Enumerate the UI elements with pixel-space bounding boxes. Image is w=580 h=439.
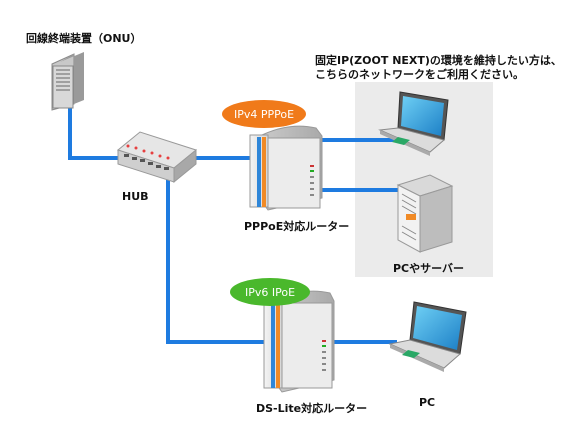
onu-label: 回線終端装置（ONU）: [26, 32, 142, 45]
router-icon: [249, 125, 323, 211]
cable-hub-dslite: [166, 168, 270, 344]
onu-device-icon: [51, 52, 84, 111]
cables: [68, 98, 402, 344]
note-line-2: こちらのネットワークをご利用ください。: [315, 68, 524, 81]
note-text: 固定IP(ZOOT NEXT)の環境を維持したい方は、 こちらのネットワークをご…: [315, 54, 562, 82]
pc-server-label: PCやサーバー: [393, 262, 465, 275]
router-icon: [263, 290, 335, 393]
hub-label: HUB: [122, 190, 149, 203]
laptop-icon: [388, 301, 467, 372]
pc-label: PC: [419, 396, 436, 409]
ipv4-badge-text: IPv4 PPPoE: [234, 108, 294, 121]
ipv4-badge: IPv4 PPPoE: [222, 100, 306, 128]
server-icon: [396, 174, 454, 253]
cable-onu-hub: [68, 98, 122, 160]
laptop-icon: [378, 91, 449, 156]
note-line-1: 固定IP(ZOOT NEXT)の環境を維持したい方は、: [315, 54, 562, 67]
dslite-router-label: DS-Lite対応ルーター: [256, 402, 368, 415]
ipv6-badge: IPv6 IPoE: [230, 278, 310, 306]
ipv6-badge-text: IPv6 IPoE: [245, 286, 295, 299]
hub-icon: [116, 131, 198, 184]
pppoe-router-label: PPPoE対応ルーター: [244, 220, 350, 233]
